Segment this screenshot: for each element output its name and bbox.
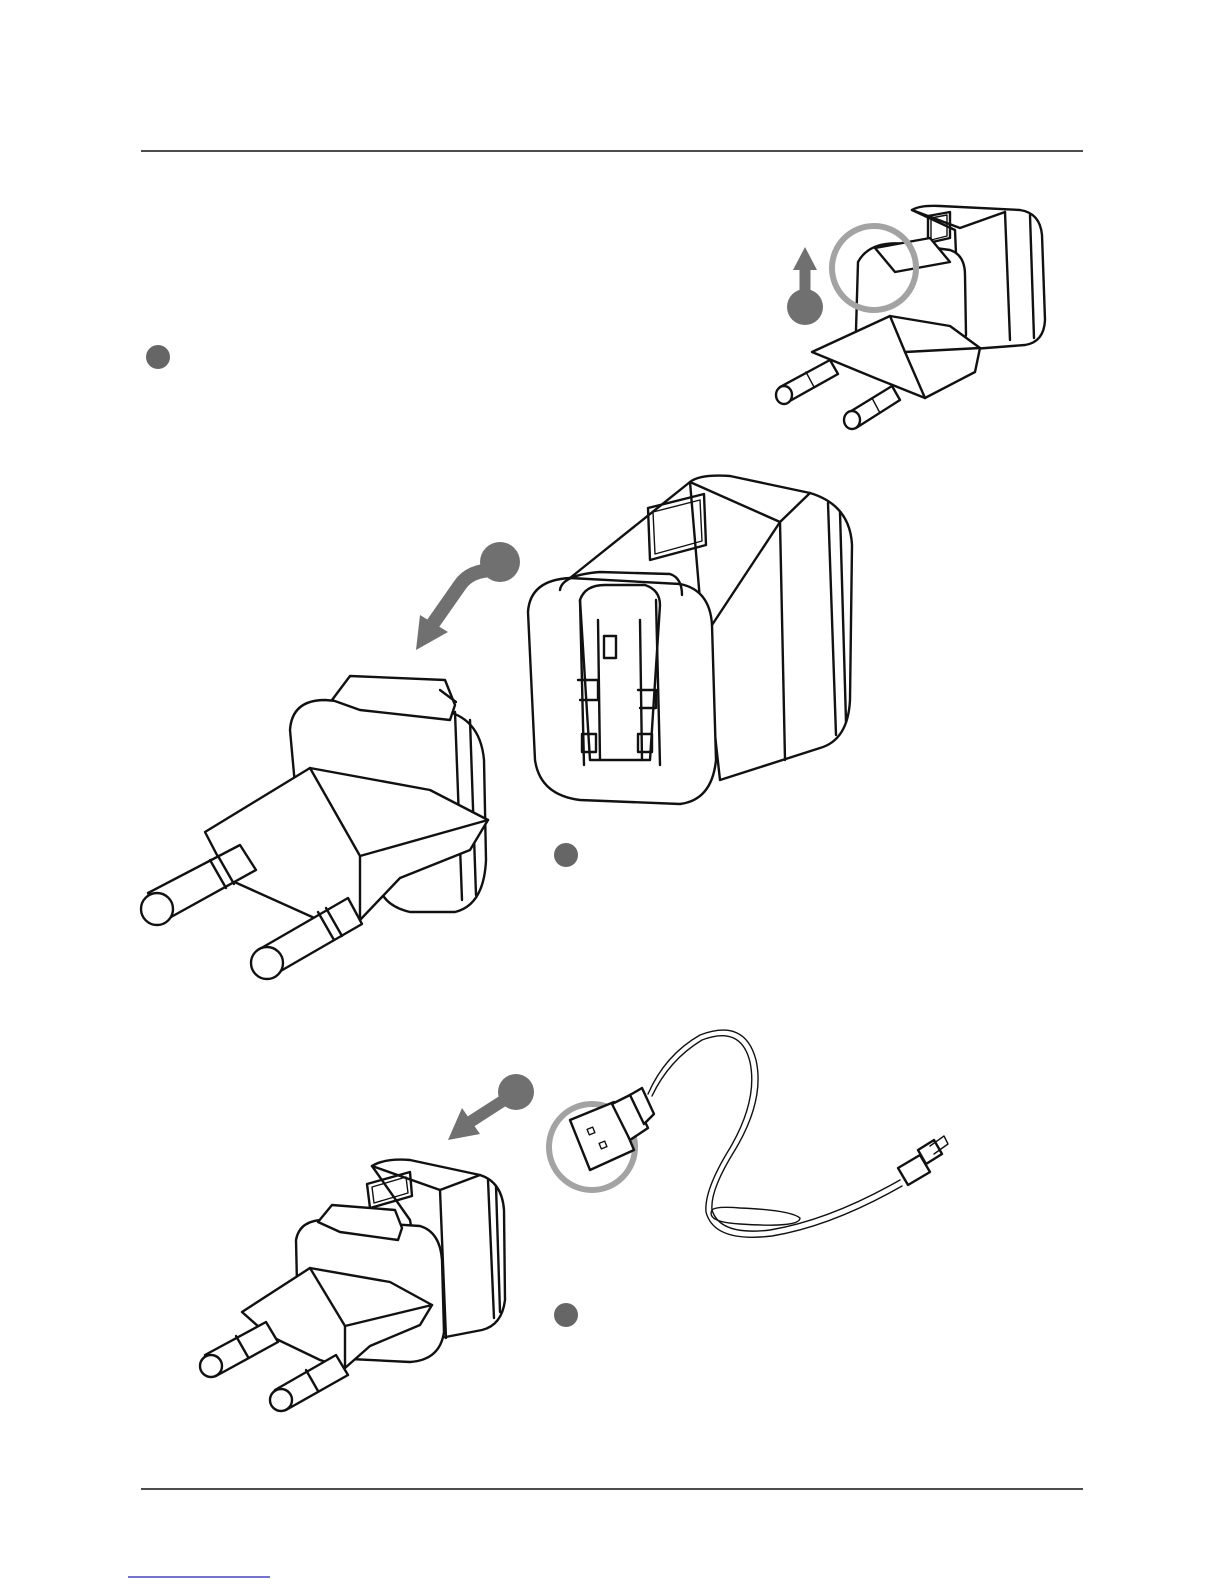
usb-cable	[570, 1030, 948, 1237]
eu-plug-adapter-large	[141, 676, 488, 979]
step-3-badge	[554, 1303, 578, 1327]
step-1-badge	[146, 345, 170, 369]
step-1-illustration	[146, 206, 1045, 429]
arrow-curved-down-left-icon	[416, 542, 520, 650]
step-2-badge	[554, 843, 578, 867]
charger-with-plug-bottom	[200, 1160, 505, 1411]
step-3-illustration	[200, 1030, 948, 1411]
charger-body-large	[528, 476, 852, 804]
step-2-illustration	[141, 476, 852, 979]
arrow-down-left-icon	[448, 1074, 534, 1140]
arrow-up-icon	[787, 247, 823, 325]
